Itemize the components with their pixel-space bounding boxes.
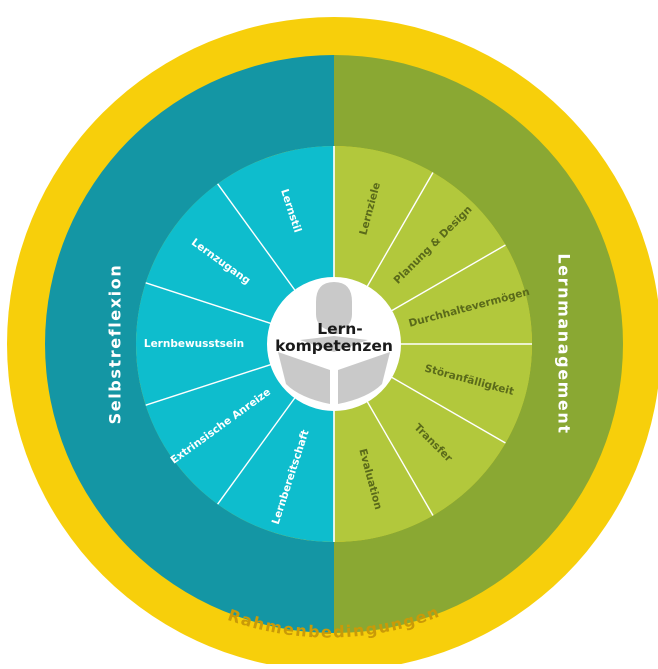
segment-divider	[390, 376, 506, 444]
lernmanagement-label: Lernmanagement	[555, 253, 574, 434]
segment-divider	[390, 244, 506, 312]
selbstreflexion-label: Selbstreflexion	[106, 264, 125, 425]
segment-durchhaltevermoegen	[391, 245, 532, 344]
segment-lernstil	[217, 145, 334, 291]
segment-lernzugang	[145, 183, 296, 324]
lernmanagement-ring	[334, 55, 623, 633]
segment-transfer	[367, 377, 506, 516]
segment-lernbereitschaft	[217, 397, 334, 542]
center-title-line1: Lern-	[317, 320, 363, 338]
segment-divider	[145, 282, 272, 325]
center-title-line2: kompetenzen	[275, 337, 393, 355]
segment-planung-und-design	[367, 172, 506, 311]
person-reading-icon	[278, 282, 390, 404]
segment-divider	[217, 183, 296, 292]
segment-divider	[366, 400, 434, 516]
segment-group	[135, 145, 532, 542]
segment-dividers	[145, 146, 532, 542]
segment-lernziele	[334, 146, 433, 287]
center-hub: Lern- kompetenzen	[267, 277, 401, 411]
segment-stoeranfaelligkeit	[391, 344, 532, 443]
segment-divider	[145, 363, 272, 406]
segment-lernbewusstsein	[135, 282, 272, 406]
selbstreflexion-ring	[45, 55, 334, 633]
segment-divider	[366, 172, 434, 288]
segment-evaluation	[334, 401, 433, 542]
segment-divider	[217, 396, 296, 505]
segment-extrinsische-anreize	[145, 364, 296, 505]
segment-label-lernbewusstsein: Lernbewusstsein	[144, 338, 244, 350]
